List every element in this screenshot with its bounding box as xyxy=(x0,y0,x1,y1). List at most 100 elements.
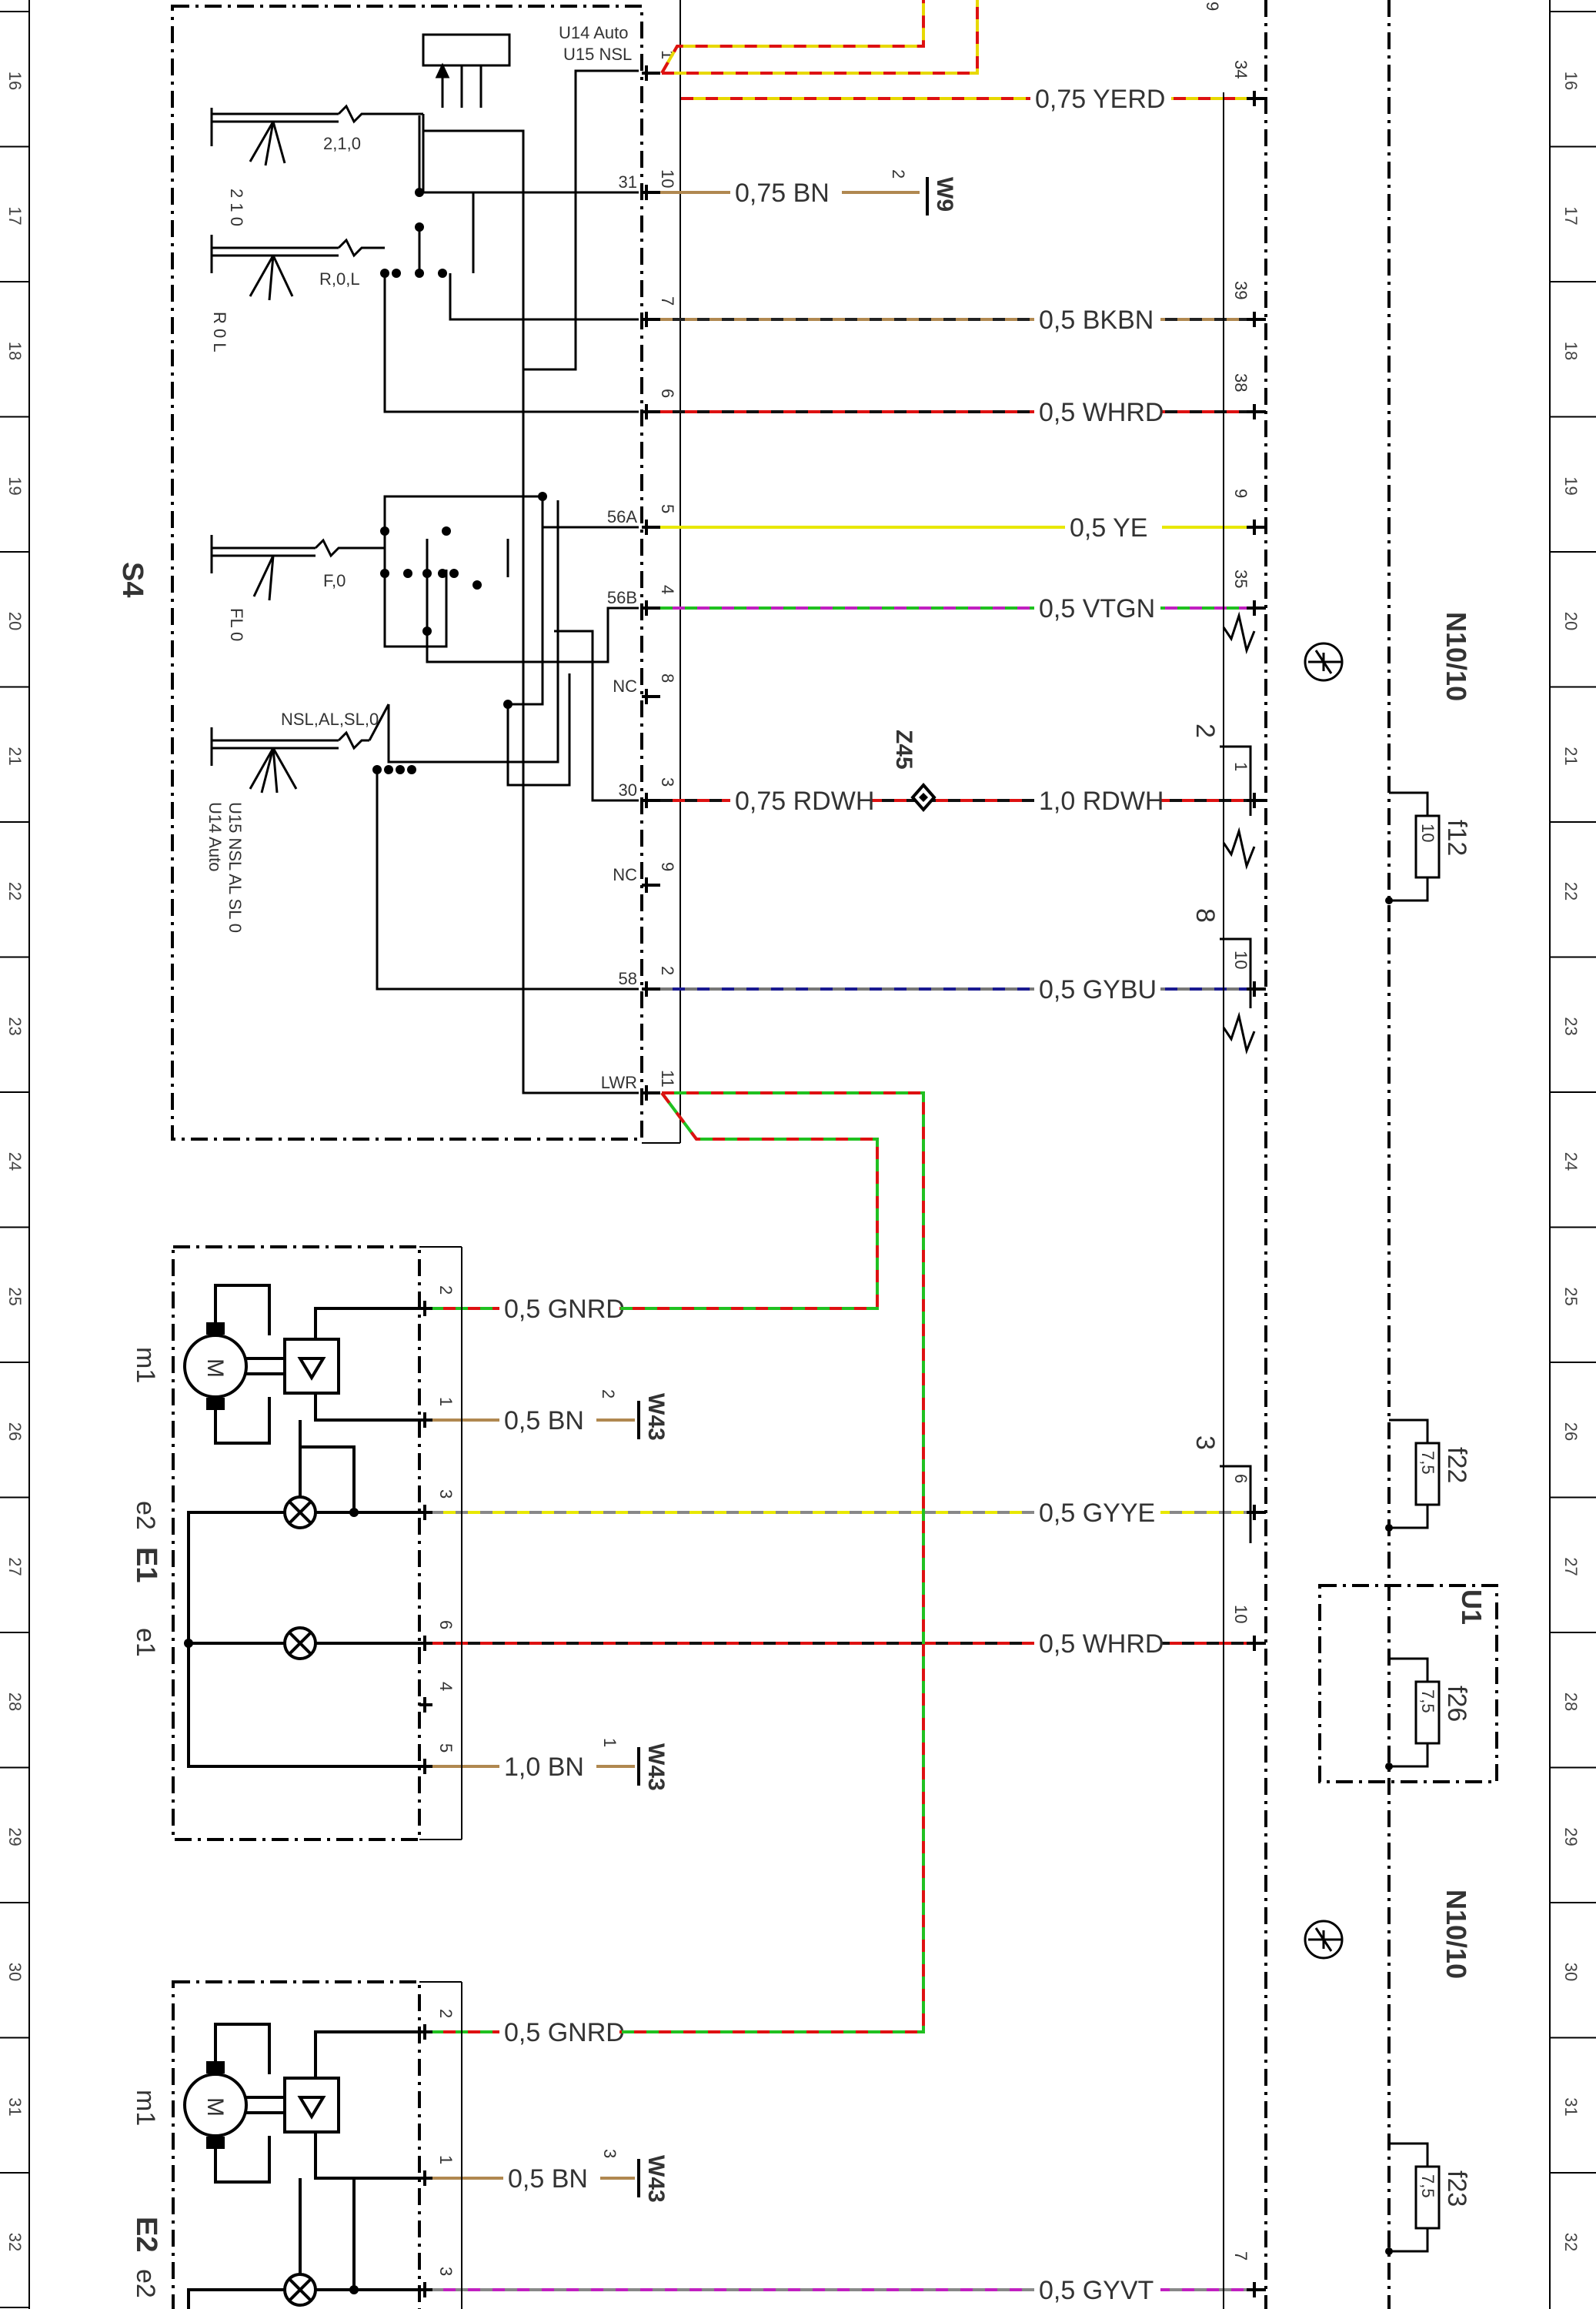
ground-w43-2-label: W43 xyxy=(643,1743,669,1791)
right-pin-number: 7 xyxy=(1231,2251,1250,2261)
ground-w43-2-num: 1 xyxy=(600,1738,619,1747)
sw3-num-label: FL 0 xyxy=(227,608,246,641)
wire: 1,0 RDWH xyxy=(923,784,1250,816)
fuse-value: 7,5 xyxy=(1418,1451,1437,1475)
grid-row-label-right: 24 xyxy=(1561,1152,1581,1171)
component-pin-number: 4 xyxy=(436,1682,456,1691)
e2-m1-label: m1 xyxy=(131,2090,160,2126)
e1-boundary xyxy=(172,1245,421,1841)
grid-row-label-left: 29 xyxy=(5,1827,25,1846)
grid-row-label-right: 32 xyxy=(1561,2233,1581,2251)
ground-w43-3-label: W43 xyxy=(643,2155,669,2203)
grid-row-label-left: 32 xyxy=(5,2233,25,2251)
component-pin: 4 xyxy=(419,1682,456,1713)
wire: 0,5 GYYE xyxy=(431,1495,1250,1528)
right-pin: 7 xyxy=(1231,2251,1266,2297)
right-pin-number: 6 xyxy=(1231,1474,1250,1483)
right-pin-number: 35 xyxy=(1231,570,1250,588)
fuse-value: 7,5 xyxy=(1418,1689,1437,1713)
sw2-num-label: R 0 L xyxy=(210,312,229,353)
right-pin: 39 xyxy=(1231,281,1266,327)
right-pin-number: 10 xyxy=(1231,951,1250,969)
s4-pin-number: 11 xyxy=(658,1070,677,1088)
ground-w43-e1-2: W43 1 xyxy=(600,1738,669,1791)
wire: 0,75 BN xyxy=(660,175,920,208)
fuse-name: f26 xyxy=(1442,1686,1471,1722)
wire-label: 0,5 BN xyxy=(504,1406,584,1435)
sw2-pos-label: R,0,L xyxy=(319,269,360,289)
e1-m1-label: m1 xyxy=(131,1347,160,1383)
s4-pin: NC 8 xyxy=(613,673,677,704)
sw3-pos-label: F,0 xyxy=(323,571,346,590)
grid-row-label-left: 20 xyxy=(5,612,25,630)
component-pin-number: 6 xyxy=(436,1620,456,1629)
e1-e2-label: e2 xyxy=(131,1501,160,1530)
e1-motor-symbol: M xyxy=(202,1358,228,1378)
fuse-value: 7,5 xyxy=(1418,2174,1437,2198)
s4-pin-name: NC xyxy=(613,677,637,696)
e1-dots xyxy=(184,1508,359,1648)
wire-label: 0,5 GNRD xyxy=(504,2018,625,2047)
grid-row-label-right: 21 xyxy=(1561,747,1581,765)
ground-w9-num: 2 xyxy=(889,169,908,179)
fuse-name: f22 xyxy=(1442,1447,1471,1483)
e2-boundary xyxy=(172,1980,421,2309)
grid-row-label-right: 26 xyxy=(1561,1422,1581,1441)
grid-lines xyxy=(0,11,1596,2308)
s4-pin-number: 10 xyxy=(658,169,677,188)
ground-w43-e2: W43 3 xyxy=(600,2149,669,2203)
s4-pin-number: 2 xyxy=(658,966,677,975)
component-pin: 3 xyxy=(419,1489,456,1520)
u1-boundary xyxy=(1318,1584,1498,1783)
right-pin: 10 xyxy=(1231,1605,1266,1651)
right-pin-number: 38 xyxy=(1231,373,1250,392)
wire: 0,5 BN xyxy=(431,1403,635,1435)
ground-w43-e1-1: W43 2 xyxy=(599,1389,669,1441)
e2-connector-pins: 213 xyxy=(419,2009,456,2297)
s4-pin-number: 8 xyxy=(658,673,677,683)
s4-pin-number: 7 xyxy=(658,296,677,306)
grid-row-label-right: 28 xyxy=(1561,1692,1581,1711)
grid-row-label-right: 25 xyxy=(1561,1287,1581,1305)
e2-motor xyxy=(183,2023,431,2184)
sw1-num-label: 2 1 0 xyxy=(227,189,246,226)
u14-label: U14 Auto xyxy=(559,23,629,42)
grid-row-label-right: 17 xyxy=(1561,206,1581,225)
component-pin: 6 xyxy=(419,1620,456,1651)
grid-row-label-left: 18 xyxy=(5,342,25,360)
component-pin-number: 2 xyxy=(436,2009,456,2018)
switch-light-selector xyxy=(210,703,390,794)
z45-splice xyxy=(910,782,937,813)
wire: 1,0 BN xyxy=(431,1749,635,1782)
wire-label: 0,5 GYVT xyxy=(1039,2276,1154,2305)
grid-row-label-left: 24 xyxy=(5,1152,25,1171)
s4-pin-name: LWR xyxy=(601,1073,637,1092)
u1-label: U1 xyxy=(1456,1589,1487,1625)
grid-row-label-left: 25 xyxy=(5,1287,25,1305)
right-group-num-3: 3 xyxy=(1190,1435,1220,1450)
u15-label: U15 NSL xyxy=(563,45,632,64)
grid-row-label-left: 31 xyxy=(5,2097,25,2116)
grid-row-label-left: 17 xyxy=(5,206,25,225)
e2-lamps xyxy=(187,2178,427,2309)
relay-symbol xyxy=(422,33,511,108)
ground-w9-label: W9 xyxy=(932,177,957,212)
grid-row-label-right: 18 xyxy=(1561,342,1581,360)
wire: 0,5 GYBU xyxy=(660,972,1250,1004)
s4-pin: 6 xyxy=(642,389,677,419)
s4-pin-number: 5 xyxy=(658,504,677,513)
wire-label: 0,5 WHRD xyxy=(1039,398,1164,427)
e2-e2-label: e2 xyxy=(131,2269,160,2298)
lwr-harness xyxy=(619,1091,925,2033)
wire: 0,5 GYVT xyxy=(431,2273,1250,2305)
grid-row-label-left: 19 xyxy=(5,476,25,495)
right-pin-number: 34 xyxy=(1231,60,1250,79)
wire-label: 0,5 BKBN xyxy=(1039,306,1154,335)
